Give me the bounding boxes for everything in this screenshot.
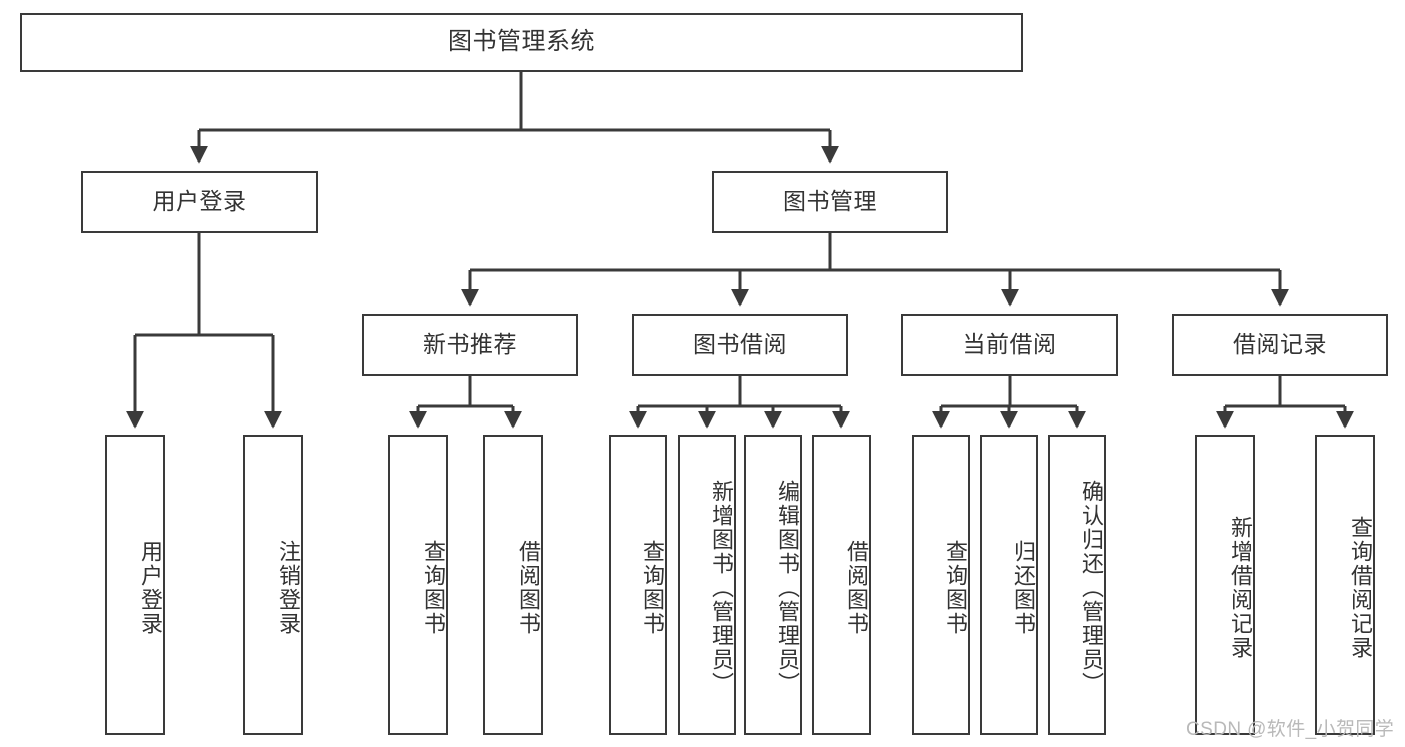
node-book-manage[interactable]: 图书管理 xyxy=(712,171,948,233)
node-user-login[interactable]: 用户登录 xyxy=(81,171,318,233)
node-leaf-borrow-book[interactable]: 借阅图书 xyxy=(812,435,871,735)
node-leaf-user-login[interactable]: 用户登录 xyxy=(105,435,165,735)
node-leaf-query-book-borrow[interactable]: 查询图书 xyxy=(609,435,667,735)
watermark: CSDN @软件_小贺同学 xyxy=(1186,719,1395,740)
node-leaf-edit-book[interactable]: 编辑图书（管理员） xyxy=(744,435,802,735)
node-leaf-borrow-book-recommend[interactable]: 借阅图书 xyxy=(483,435,543,735)
node-leaf-add-borrow-record[interactable]: 新增借阅记录 xyxy=(1195,435,1255,735)
node-root[interactable]: 图书管理系统 xyxy=(20,13,1023,72)
node-new-book-recommend[interactable]: 新书推荐 xyxy=(362,314,578,376)
node-leaf-add-book[interactable]: 新增图书（管理员） xyxy=(678,435,736,735)
node-book-borrow[interactable]: 图书借阅 xyxy=(632,314,848,376)
node-leaf-return-book[interactable]: 归还图书 xyxy=(980,435,1038,735)
node-borrow-record[interactable]: 借阅记录 xyxy=(1172,314,1388,376)
node-leaf-query-borrow-record[interactable]: 查询借阅记录 xyxy=(1315,435,1375,735)
node-current-borrow[interactable]: 当前借阅 xyxy=(901,314,1118,376)
node-leaf-query-book-recommend[interactable]: 查询图书 xyxy=(388,435,448,735)
node-leaf-user-logout[interactable]: 注销登录 xyxy=(243,435,303,735)
node-leaf-query-book-current[interactable]: 查询图书 xyxy=(912,435,970,735)
node-leaf-confirm-return[interactable]: 确认归还（管理员） xyxy=(1048,435,1106,735)
